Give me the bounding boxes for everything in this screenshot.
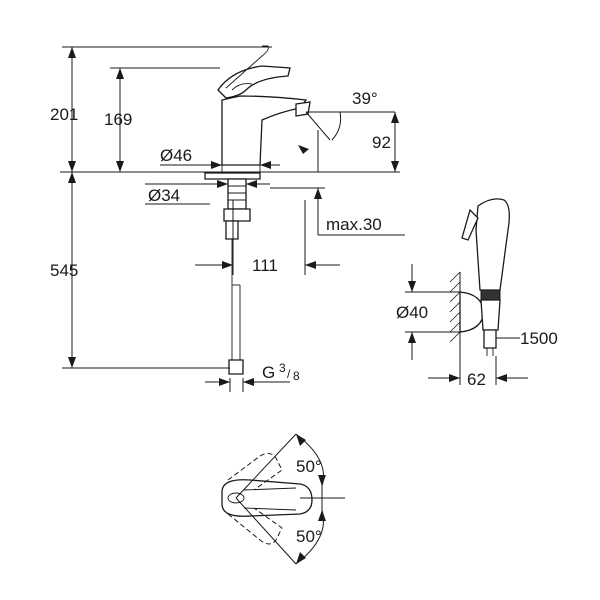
wall-hatch-3 [450, 292, 460, 302]
faucet-side-view: 201 169 39° 92 Ø46 Ø34 [50, 46, 405, 392]
spray-trigger [462, 210, 478, 240]
dim-40-arrow-top [408, 281, 416, 292]
dim-40-arrow-bot [408, 332, 416, 343]
wall-hatch-1 [450, 272, 460, 282]
top-view-lever-bot [244, 508, 296, 510]
dim-angle-arc [332, 112, 341, 140]
spray-grip [481, 290, 500, 300]
hose-connector [226, 221, 238, 239]
dim-angle-label: 39° [352, 89, 378, 108]
top-view-ray-up [236, 434, 296, 498]
top-view-lever-ghost-up [228, 453, 282, 490]
wall-hatch-7 [450, 332, 460, 342]
faucet-lever-detail [232, 84, 252, 90]
wall-hatch-5 [450, 312, 460, 322]
dim-46-arrow-right [260, 161, 271, 169]
dim-max30-label: max.30 [326, 215, 382, 234]
hand-spray-view: Ø40 1500 62 [396, 199, 558, 389]
top-view-arrow-up-1 [296, 434, 306, 446]
top-view-arrow-down-1 [296, 552, 306, 564]
spray-arrow [298, 145, 309, 154]
top-view-lever-top [244, 488, 296, 490]
wall-holder [460, 292, 484, 332]
dim-34-label: Ø34 [148, 186, 180, 205]
dim-g-frac-den: 8 [293, 369, 300, 383]
dim-92-label: 92 [372, 133, 391, 152]
dim-34-arrow-right [246, 180, 257, 188]
top-view-ray-down [236, 498, 296, 564]
dim-545-arrow-top [68, 172, 76, 183]
top-view-arrow-up-2 [318, 475, 326, 486]
dim-201-label: 201 [50, 105, 78, 124]
top-view-cap [228, 493, 244, 503]
dim-g-label: G [262, 363, 275, 382]
spray-head [476, 199, 509, 290]
spray-hose-connector [484, 330, 496, 348]
wall-hatch-4 [450, 302, 460, 312]
spray-handle [481, 300, 500, 330]
dim-62-arrow-left [449, 374, 460, 382]
dim-545-label: 545 [50, 261, 78, 280]
dim-62-label: 62 [467, 370, 486, 389]
wall-hatch-2 [450, 282, 460, 292]
dim-169-label: 169 [104, 110, 132, 129]
dim-92-arrow-bot [391, 161, 399, 172]
dim-1500-label: 1500 [520, 329, 558, 348]
dim-g-frac-slash: / [287, 367, 291, 381]
dim-g-arrow-left [219, 378, 230, 386]
dim-92-arrow-top [391, 112, 399, 123]
dim-545-arrow-bot [68, 357, 76, 368]
mount-nut [224, 209, 250, 221]
dim-201-arrow-bot [68, 161, 76, 172]
faucet-top-view: 50° 50° [222, 434, 345, 564]
dim-40-label: Ø40 [396, 303, 428, 322]
dim-g-arrow-right [243, 378, 254, 386]
angle-up-label: 50° [296, 457, 322, 476]
dim-max30-arrow [314, 188, 322, 199]
dim-111-arrow-right [305, 261, 316, 269]
dim-169-arrow-bot [116, 161, 124, 172]
mount-shank [228, 179, 246, 209]
dim-34-arrow-left [217, 180, 228, 188]
angle-down-label: 50° [296, 527, 322, 546]
dim-angle-spray-line [306, 112, 330, 140]
mount-plate [205, 173, 260, 179]
dim-111-arrow-left [222, 261, 233, 269]
faucet-lever [218, 66, 290, 98]
faucet-body [222, 96, 306, 165]
dim-g-frac-num: 3 [279, 361, 286, 375]
top-view-lever-ghost-down [228, 508, 282, 544]
top-view-arrow-down-2 [318, 510, 326, 521]
wall-hatch-6 [450, 322, 460, 332]
hose-end-fitting [229, 360, 243, 374]
dim-46-label: Ø46 [160, 146, 192, 165]
dim-111-label: 111 [252, 256, 278, 275]
dim-62-arrow-right [496, 374, 507, 382]
dim-169-arrow-top [116, 68, 124, 79]
faucet-lever-ghost [226, 46, 268, 88]
dim-46-arrow-left [211, 161, 222, 169]
dim-201-arrow-top [68, 47, 76, 58]
top-view-body [222, 480, 312, 517]
